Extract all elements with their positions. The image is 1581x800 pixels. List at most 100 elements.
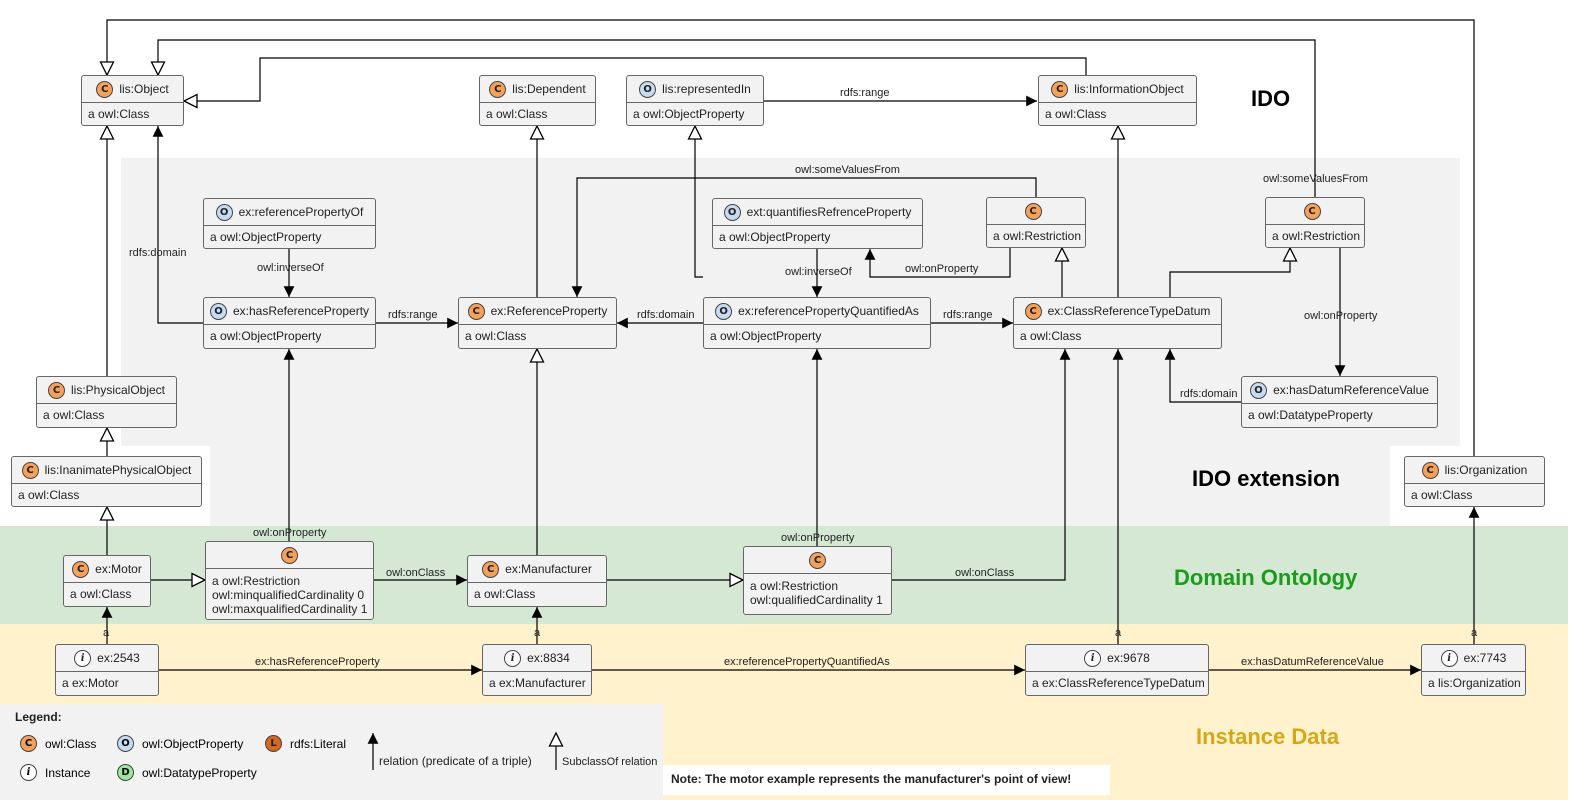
instance-icon: i xyxy=(20,764,37,781)
edge-datum-subclass-restriction2 xyxy=(1169,248,1290,297)
node-type: a owl:ObjectProperty xyxy=(210,230,322,244)
node-type: a owl:Class xyxy=(70,587,132,601)
label-instance-hasdatumreferencevalue: ex:hasDatumReferenceValue xyxy=(1241,656,1384,668)
edge-restriction4-onclass xyxy=(892,349,1071,581)
label-onproperty-mid: owl:onProperty xyxy=(905,263,979,275)
class-icon: C xyxy=(1303,202,1321,220)
node-type: a owl:Class xyxy=(1045,107,1107,121)
legend-subclassof-label: SubclassOf relation xyxy=(562,756,658,768)
property-icon: O xyxy=(209,302,227,320)
node-name: ex:hasReferenceProperty xyxy=(232,304,370,318)
node-type: a owl:Class xyxy=(1020,329,1082,343)
restriction-line: owl:maxqualifiedCardinality 1 xyxy=(212,602,368,616)
edge-restriction1-somevaluesfrom xyxy=(571,177,1037,297)
edge-restriction2-subclass-object xyxy=(158,39,1316,197)
class-icon: C xyxy=(1024,202,1042,220)
node-restriction-1[interactable]: C a owl:Restriction xyxy=(986,197,1086,248)
node-name: lis:InformationObject xyxy=(1074,82,1184,96)
label-rdfs-domain-right: rdfs:domain xyxy=(1180,388,1238,400)
restriction-line: owl:qualifiedCardinality 1 xyxy=(750,593,883,607)
label-onproperty-right: owl:onProperty xyxy=(1304,310,1378,322)
edge-quantifiedas-subprop-representedin xyxy=(695,126,703,278)
node-name: lis:Object xyxy=(119,82,169,96)
node-name: lis:representedIn xyxy=(662,82,751,96)
label-a-1: a xyxy=(103,627,110,639)
class-icon: C xyxy=(1024,302,1042,320)
node-type: a owl:Class xyxy=(18,488,80,502)
node-ex-9678[interactable]: i ex:9678 a ex:ClassReferenceTypeDatum xyxy=(1025,644,1209,696)
label-somevaluesfrom-1: owl:someValuesFrom xyxy=(795,164,900,176)
legend-owl-objectproperty: O owl:ObjectProperty xyxy=(117,735,243,752)
class-icon: C xyxy=(467,302,485,320)
node-type: a owl:Class xyxy=(465,329,527,343)
label-rdfs-range-2: rdfs:range xyxy=(943,309,993,321)
property-icon: O xyxy=(215,203,233,221)
label-rdfs-range-top: rdfs:range xyxy=(840,87,890,99)
property-icon: O xyxy=(639,80,657,98)
edge-organization-subclass-object xyxy=(107,19,1475,456)
legend-owl-datatypeproperty: D owl:DatatypeProperty xyxy=(117,764,257,781)
node-type: a owl:ObjectProperty xyxy=(210,329,322,343)
legend-title: Legend: xyxy=(15,710,62,724)
node-type: a owl:Class xyxy=(474,587,536,601)
node-restriction-2[interactable]: C a owl:Restriction xyxy=(1265,197,1365,248)
node-restriction-3[interactable]: C a owl:Restriction owl:minqualifiedCard… xyxy=(205,541,374,620)
instance-icon: i xyxy=(74,649,92,667)
edge-informationobject-subclass-object xyxy=(184,57,1087,101)
note-text: Note: The motor example represents the m… xyxy=(671,772,1072,786)
property-icon: O xyxy=(723,203,741,221)
node-type: a ex:ClassReferenceTypeDatum xyxy=(1032,676,1205,690)
node-name: ex:Manufacturer xyxy=(505,562,592,576)
node-name: lis:Dependent xyxy=(512,82,586,96)
node-name: ex:9678 xyxy=(1107,651,1150,665)
legend-rdfs-literal: L rdfs:Literal xyxy=(265,735,346,752)
instance-icon: i xyxy=(1084,649,1102,667)
ido-extension-band-right xyxy=(1390,440,1460,446)
node-type: a owl:Restriction xyxy=(993,229,1082,243)
class-icon: C xyxy=(489,80,507,98)
class-icon: C xyxy=(96,80,114,98)
node-type: a owl:ObjectProperty xyxy=(710,329,822,343)
label-rdfs-domain-left: rdfs:domain xyxy=(129,247,187,259)
node-name: ex:Motor xyxy=(95,562,142,576)
node-type: a owl:Restriction xyxy=(1272,229,1361,243)
node-type: a owl:Class xyxy=(1411,488,1473,502)
restriction-line: a owl:Restriction xyxy=(750,579,839,593)
class-icon: C xyxy=(47,381,65,399)
node-type: a owl:DatatypeProperty xyxy=(1248,408,1373,422)
legend-owl-class: C owl:Class xyxy=(20,735,96,752)
label-inverseof-2: owl:inverseOf xyxy=(785,266,852,278)
node-restriction-4[interactable]: C a owl:Restriction owl:qualifiedCardina… xyxy=(743,546,892,615)
literal-icon: L xyxy=(265,735,282,752)
node-type: a owl:Class xyxy=(486,107,548,121)
ido-extension-band-lower xyxy=(210,440,1390,528)
label-a-2: a xyxy=(534,627,541,639)
label-a-4: a xyxy=(1471,627,1478,639)
class-icon: C xyxy=(21,461,39,479)
label-inverseof-1: owl:inverseOf xyxy=(257,262,324,274)
label-instance-hasreferenceproperty: ex:hasReferenceProperty xyxy=(255,656,380,668)
section-title-ido: IDO xyxy=(1251,86,1291,111)
note-box xyxy=(663,765,1110,795)
restriction-line: owl:minqualifiedCardinality 0 xyxy=(212,588,365,602)
node-name: lis:Organization xyxy=(1444,463,1528,477)
